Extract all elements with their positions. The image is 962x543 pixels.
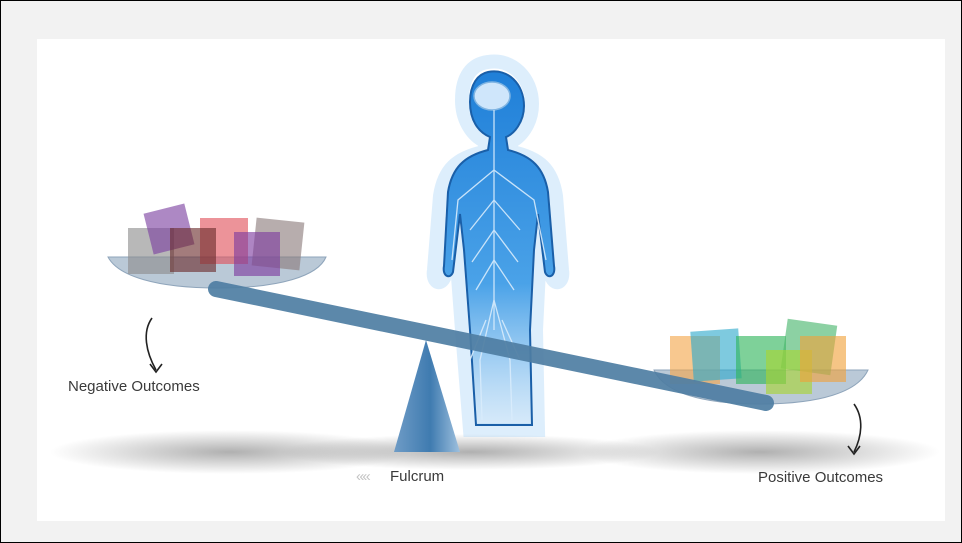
positive-block — [690, 328, 742, 382]
negative-block — [170, 228, 216, 272]
nerve-lines — [451, 110, 547, 421]
negative-arrow-icon — [145, 317, 157, 371]
fulcrum-label: Fulcrum — [390, 468, 445, 485]
brain — [473, 81, 511, 111]
positive-arrow-head — [847, 445, 861, 456]
fulcrum-cone — [394, 340, 460, 452]
positive-blocks — [670, 318, 846, 394]
positive-outcomes-label: Positive Outcomes — [758, 469, 884, 486]
positive-arrow-icon — [853, 403, 862, 453]
ground-shadow-right — [580, 430, 940, 474]
negative-blocks — [128, 203, 305, 276]
positive-block — [800, 336, 846, 382]
negative-outcomes-label: Negative Outcomes — [68, 378, 200, 395]
negative-arrow-head — [149, 363, 163, 374]
ground-shadow-center — [280, 434, 660, 470]
seesaw-beam — [208, 281, 774, 411]
figure-glow — [426, 54, 570, 437]
fulcrum-chevron-icon: «« — [356, 468, 371, 485]
human-figure — [426, 54, 570, 437]
negative-block — [234, 232, 280, 276]
